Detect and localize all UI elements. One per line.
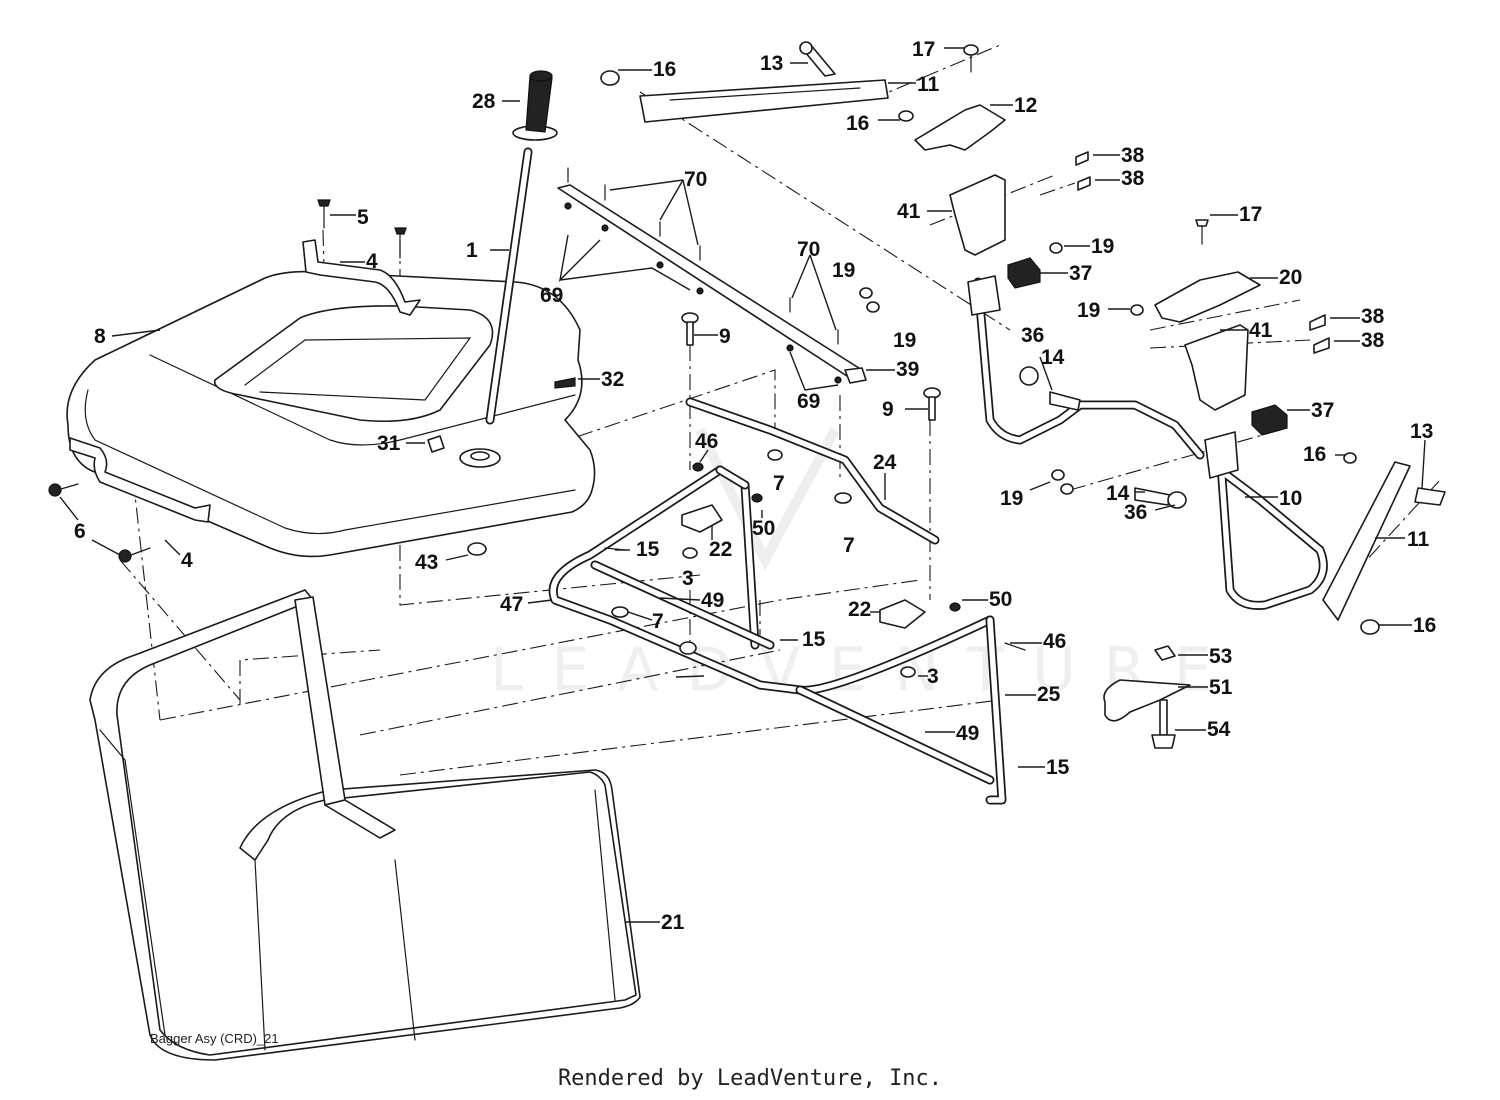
callout-14a: 14 — [1041, 346, 1065, 369]
right-fasteners — [859, 151, 1330, 495]
callout-1: 1 — [466, 239, 478, 262]
callout-24: 24 — [873, 451, 897, 474]
callout-37a: 37 — [1069, 262, 1092, 285]
callout-4a: 4 — [366, 250, 378, 273]
callout-19a: 19 — [1091, 235, 1114, 258]
handle-tube — [485, 147, 533, 425]
diagram-caption: Bagger Asy (CRD)_21 — [150, 1031, 279, 1046]
callout-38a: 38 — [1121, 144, 1145, 167]
footer-credit: Rendered by LeadVenture, Inc. — [557, 1066, 943, 1091]
callout-19c: 19 — [893, 329, 916, 352]
callout-21: 21 — [661, 911, 685, 934]
callout-46b: 46 — [1043, 630, 1066, 653]
grass-bag — [89, 589, 641, 1061]
callout-15c: 15 — [1046, 756, 1070, 779]
callout-8: 8 — [94, 325, 106, 348]
callout-53: 53 — [1209, 645, 1232, 668]
callout-70b: 70 — [797, 238, 820, 261]
callout-39: 39 — [896, 358, 919, 381]
callout-13b: 13 — [1410, 420, 1433, 443]
handle-upper — [302, 239, 421, 316]
callout-28: 28 — [472, 90, 496, 113]
top-bar — [557, 167, 867, 384]
callout-49b: 49 — [956, 722, 979, 745]
callout-6: 6 — [74, 520, 86, 543]
callout-3a: 3 — [682, 567, 694, 590]
right-frame — [949, 174, 1328, 610]
callout-50a: 50 — [752, 517, 775, 540]
callout-25: 25 — [1037, 683, 1061, 706]
watermark-text: LEADVENTURE — [490, 635, 1240, 705]
callout-22b: 22 — [848, 598, 871, 621]
callout-16d: 16 — [1413, 614, 1436, 637]
callout-16c: 16 — [1303, 443, 1326, 466]
callout-9b: 9 — [882, 398, 894, 421]
callouts: 1 3 3 4 4 5 6 7 7 7 8 9 9 10 11 11 12 13 — [59, 38, 1436, 934]
callout-46a: 46 — [695, 430, 718, 453]
callout-9a: 9 — [719, 325, 731, 348]
callout-69b: 69 — [797, 390, 820, 413]
callout-43: 43 — [415, 551, 438, 574]
handle-lower — [69, 437, 211, 523]
callout-11b: 11 — [1407, 528, 1430, 551]
callout-16a: 16 — [653, 58, 676, 81]
callout-17b: 17 — [1239, 203, 1262, 226]
callout-54: 54 — [1207, 718, 1231, 741]
callout-32: 32 — [601, 368, 624, 391]
callout-36b: 36 — [1124, 501, 1147, 524]
callout-4b: 4 — [181, 549, 193, 572]
bag-cover — [66, 270, 596, 558]
hitch-hardware — [1103, 645, 1191, 749]
callout-38c: 38 — [1361, 305, 1385, 328]
callout-22a: 22 — [709, 538, 732, 561]
callout-69a: 69 — [540, 284, 563, 307]
callout-12: 12 — [1014, 94, 1037, 117]
callout-7c: 7 — [652, 610, 664, 633]
callout-7b: 7 — [843, 534, 855, 557]
watermark: LEADVENTURE — [490, 427, 1240, 705]
callout-31: 31 — [377, 432, 401, 455]
upper-strap — [600, 41, 1006, 151]
rod — [685, 397, 940, 545]
callout-20: 20 — [1279, 266, 1302, 289]
callout-41a: 41 — [897, 200, 921, 223]
lower-strap — [1322, 452, 1446, 635]
callout-15a: 15 — [636, 538, 660, 561]
callout-13a: 13 — [760, 52, 783, 75]
bag-frame — [548, 465, 1007, 805]
right-caps — [1007, 219, 1288, 436]
callout-19e: 19 — [1000, 487, 1023, 510]
callout-19b: 19 — [832, 259, 855, 282]
callout-38b: 38 — [1121, 167, 1145, 190]
callout-19d: 19 — [1077, 299, 1100, 322]
callout-16b: 16 — [846, 112, 869, 135]
callout-3b: 3 — [927, 665, 939, 688]
callout-36a: 36 — [1021, 324, 1044, 347]
callout-51: 51 — [1209, 676, 1233, 699]
callout-7a: 7 — [773, 472, 785, 495]
callout-11a: 11 — [917, 73, 940, 96]
callout-49a: 49 — [701, 589, 724, 612]
callout-10: 10 — [1279, 487, 1302, 510]
cover-fasteners — [48, 199, 576, 563]
callout-37b: 37 — [1311, 399, 1334, 422]
callout-41b: 41 — [1249, 319, 1273, 342]
callout-15b: 15 — [802, 628, 826, 651]
callout-70a: 70 — [684, 168, 707, 191]
callout-47: 47 — [500, 593, 523, 616]
pins — [681, 312, 941, 421]
callout-14b: 14 — [1106, 482, 1130, 505]
callout-5: 5 — [357, 206, 369, 229]
handle-grip — [512, 70, 558, 141]
callout-17a: 17 — [912, 38, 935, 61]
callout-38d: 38 — [1361, 329, 1385, 352]
callout-50b: 50 — [989, 588, 1012, 611]
